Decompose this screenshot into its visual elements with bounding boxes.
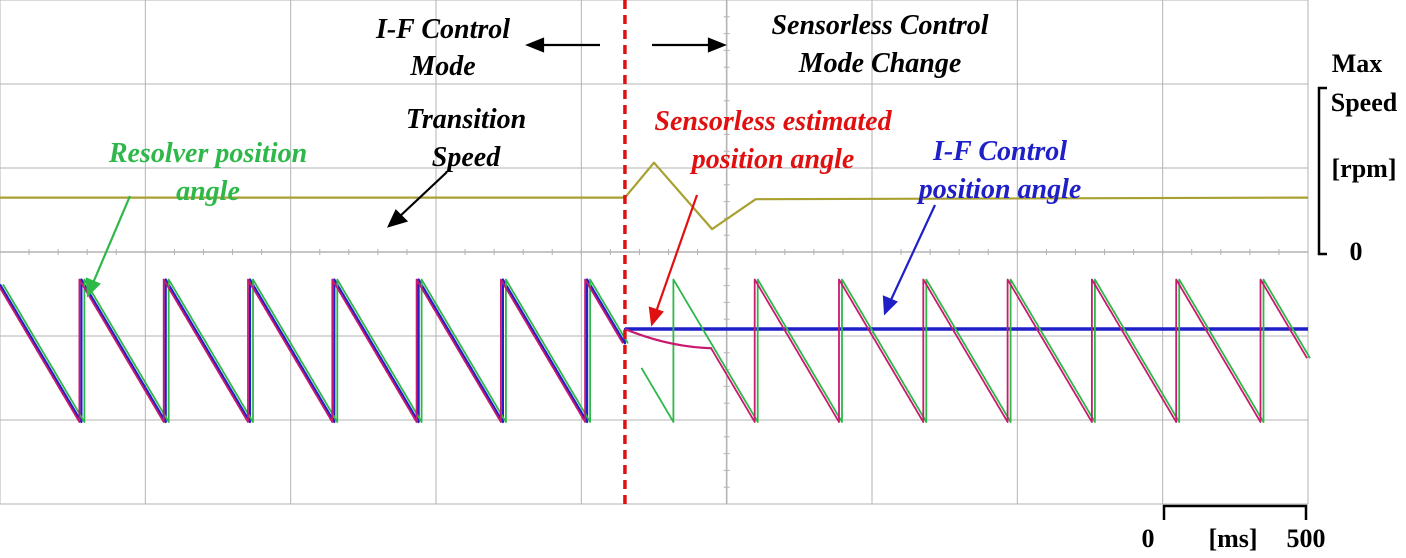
time-scale-bracket	[1162, 504, 1308, 520]
time-scale-end: 500	[1287, 524, 1326, 553]
speed-scale-bottom: 0	[1350, 237, 1363, 266]
grid	[0, 0, 1309, 505]
label-sensorless-mode-1: Sensorless Control	[771, 10, 988, 41]
arrow-if-mode-head	[525, 37, 545, 53]
if-control-trace	[0, 278, 1308, 424]
traces	[0, 161, 1311, 424]
label-if-mode-2: Mode	[409, 51, 475, 82]
speed-scale-top-2: Speed	[1331, 88, 1398, 117]
resolver-trace-before	[2, 278, 629, 423]
annotation-arrows	[386, 37, 727, 228]
time-scale-unit: [ms]	[1208, 524, 1257, 553]
sensorless-trace-transition	[624, 327, 713, 350]
arrow-transition-head	[386, 209, 409, 228]
label-if-pos-2: position angle	[917, 174, 1082, 205]
sensorless-trace-after	[710, 278, 1308, 423]
time-scale-start: 0	[1142, 524, 1155, 553]
speed-scale: Max Speed [rpm] 0	[1317, 49, 1398, 266]
label-transition-2: Speed	[432, 142, 501, 173]
label-if-pos-1: I-F Control	[932, 136, 1067, 167]
arrow-if-pos	[882, 204, 936, 316]
sensorless-trace-before	[0, 278, 624, 423]
arrow-sensorless-est	[648, 194, 699, 327]
speed-scale-unit: [rpm]	[1332, 154, 1397, 183]
arrow-transition	[397, 171, 448, 219]
time-scale: 0 [ms] 500	[1142, 504, 1326, 553]
speed-scale-bracket	[1317, 86, 1327, 256]
label-resolver-2: angle	[176, 176, 240, 207]
label-transition-1: Transition	[406, 104, 526, 135]
arrow-resolver	[85, 195, 132, 298]
speed-trace	[0, 161, 1309, 231]
label-resolver-1: Resolver position	[108, 138, 307, 169]
label-sensorless-est-1: Sensorless estimated	[654, 106, 892, 137]
arrow-sensorless-mode-head	[707, 37, 727, 53]
label-sensorless-mode-2: Mode Change	[798, 48, 962, 79]
resolver-trace-after	[640, 278, 1311, 423]
label-sensorless-est-2: position angle	[690, 144, 855, 175]
label-if-mode-1: I-F Control	[375, 14, 510, 45]
speed-scale-top-1: Max	[1332, 49, 1383, 78]
